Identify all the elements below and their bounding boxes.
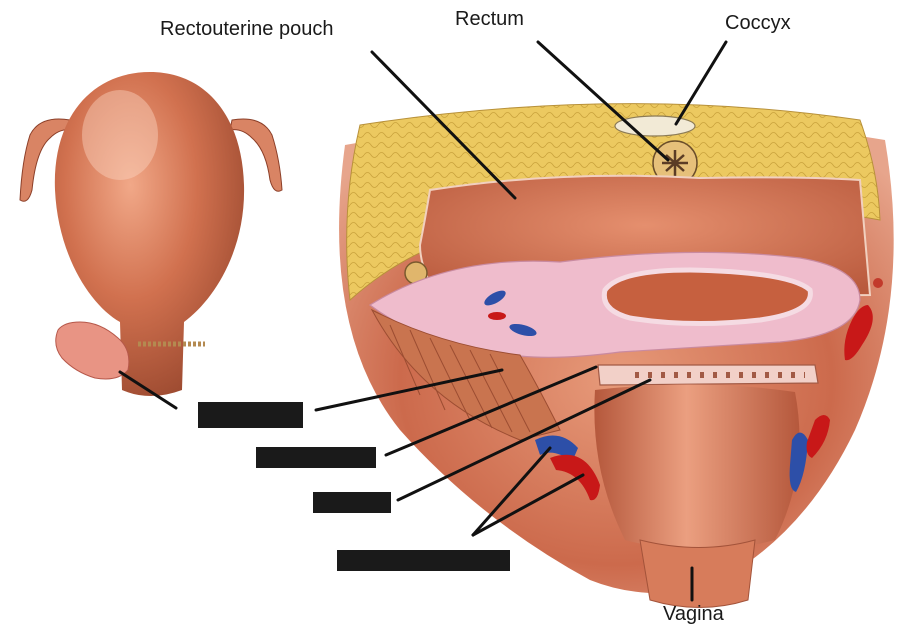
uterus-anterior-view (20, 72, 282, 396)
ligament-band (598, 365, 818, 385)
label-coccyx: Coccyx (725, 12, 791, 35)
redacted-label-3 (313, 492, 391, 513)
label-rectum: Rectum (455, 8, 524, 31)
ovary-cluster (56, 322, 129, 379)
small-vessel-right (873, 278, 883, 288)
redacted-label-4 (337, 550, 510, 571)
coccyx-bone (615, 116, 695, 136)
label-vagina: Vagina (663, 603, 724, 626)
uterus-highlight (82, 90, 158, 180)
cervix (594, 384, 799, 550)
vagina-canal (640, 540, 755, 608)
redacted-label-1 (198, 402, 303, 428)
small-artery-left (488, 312, 506, 320)
label-rectouterine-pouch: Rectouterine pouch (160, 18, 333, 41)
redacted-label-2 (256, 447, 376, 468)
pelvic-section-view (339, 104, 894, 608)
rectouterine-pouch-opening (604, 270, 810, 324)
